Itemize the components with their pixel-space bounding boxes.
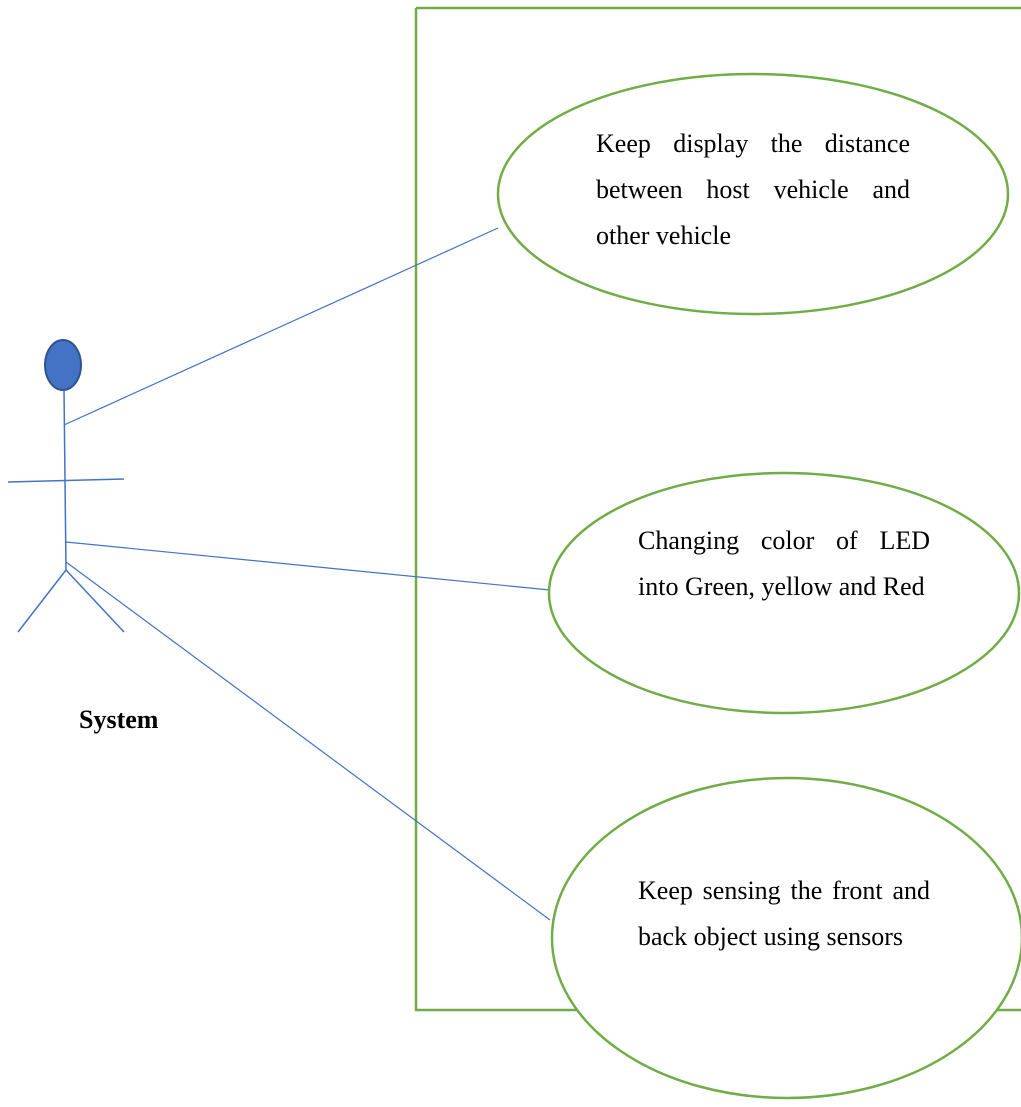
actor-figure (7, 339, 125, 633)
use-case-ellipse-1 (496, 72, 1010, 316)
use-case-ellipse-2 (547, 471, 1021, 715)
use-case-text-1: Keep display the distance between host v… (596, 129, 910, 250)
actor-arms (7, 478, 125, 483)
use-case-text-3: Keep sensing the front and back object u… (638, 876, 930, 951)
use-case-ellipse-3 (550, 776, 1021, 1100)
association-line-1 (63, 227, 499, 426)
actor-label: System (79, 705, 159, 734)
association-line-2 (65, 541, 551, 591)
actor-right-leg (65, 569, 125, 633)
use-case-text-2: Changing color of LED into Green, yellow… (638, 526, 930, 601)
association-line-3 (65, 561, 551, 921)
actor-left-leg (17, 569, 67, 633)
actor-head (44, 339, 82, 391)
